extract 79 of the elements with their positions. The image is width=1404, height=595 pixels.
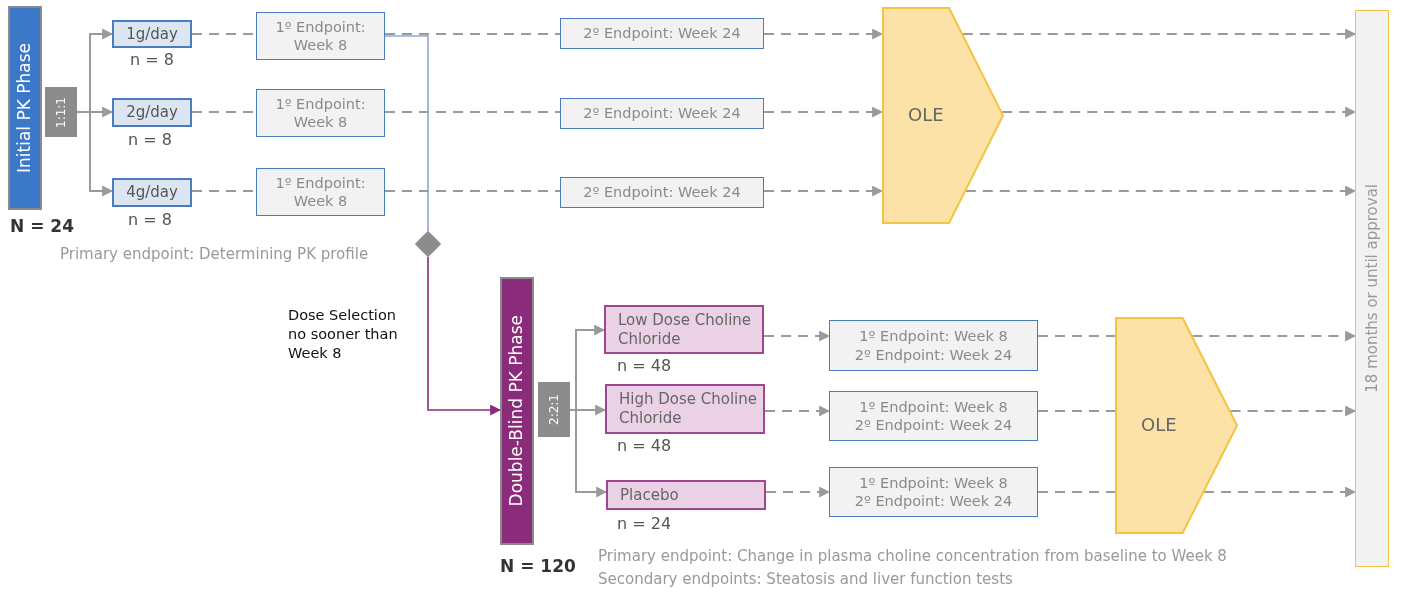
duration-bar [1355, 10, 1389, 567]
endpoint-text: 2º Endpoint: Week 24 [854, 492, 1013, 511]
treatment-text: Low Dose Choline Chloride [618, 310, 753, 349]
endpoint-text: 1º Endpoint: Week 8 [859, 397, 1008, 416]
endpoint-text: 1º Endpoint: Week 8 [274, 17, 367, 55]
endpoint-box [256, 168, 385, 216]
arrow [427, 256, 502, 416]
extension-pentagon [1115, 317, 1238, 534]
arrow [763, 330, 831, 342]
sample-size-label: n = 24 [617, 514, 672, 533]
endpoint-box [829, 391, 1038, 441]
arrow [763, 28, 884, 40]
phase-title: Initial PK Phase [14, 43, 36, 173]
arrow [763, 185, 884, 197]
dose-text: 4g/day [126, 183, 178, 202]
phase-label: OLE [908, 104, 944, 127]
connector-line [1037, 491, 1116, 493]
endpoint-text: 2º Endpoint: Week 24 [583, 183, 741, 202]
connector-line [1037, 410, 1116, 412]
sample-size-label: n = 8 [130, 50, 174, 69]
ratio-box [45, 87, 77, 137]
endpoint-text: 1º Endpoint: Week 8 [274, 94, 367, 132]
endpoint-box [560, 18, 764, 49]
note-text: Primary endpoint: Change in plasma choline concentration from baseline to Week 8 [598, 547, 1227, 565]
sample-size-label: n = 48 [617, 356, 672, 375]
endpoint-text: 2º Endpoint: Week 24 [854, 345, 1013, 364]
dose-text: 2g/day [126, 103, 178, 122]
endpoint-box [256, 89, 385, 137]
sample-size-label: n = 8 [128, 210, 172, 229]
arrow [569, 409, 608, 498]
treatment-box [604, 305, 764, 354]
connector-line [384, 35, 429, 232]
arrow [763, 106, 884, 118]
note-text: Secondary endpoints: Steatosis and liver function tests [598, 570, 1013, 588]
endpoint-box [560, 98, 764, 129]
arrow [764, 405, 831, 417]
extension-pentagon [882, 7, 1004, 224]
dose-box [112, 20, 192, 48]
treatment-text: Placebo [620, 485, 680, 505]
endpoint-text: 2º Endpoint: Week 24 [583, 24, 741, 43]
endpoint-box [829, 467, 1038, 517]
connector-line [1037, 335, 1116, 337]
arrow [1203, 486, 1357, 498]
arrow [76, 111, 114, 197]
endpoint-text: 2º Endpoint: Week 24 [583, 104, 741, 123]
ratio-box [538, 382, 570, 437]
phase-bar [500, 277, 534, 545]
dose-text: 1g/day [126, 24, 178, 44]
duration-text: 18 months or until approval [1362, 184, 1382, 393]
arrow [765, 486, 831, 498]
dose-box [112, 178, 192, 207]
connector-line [384, 33, 561, 35]
endpoint-text: 2º Endpoint: Week 24 [854, 416, 1013, 435]
endpoint-text: 1º Endpoint: Week 8 [274, 173, 367, 211]
endpoint-box [256, 12, 385, 60]
arrow [1191, 330, 1357, 342]
arrow [964, 185, 1357, 197]
sample-size-label: N = 24 [10, 216, 74, 236]
sample-size-label: n = 48 [617, 436, 672, 455]
phase-label: OLE [1141, 414, 1177, 437]
treatment-box [606, 480, 766, 510]
connector-line [384, 111, 561, 113]
note-text: Primary endpoint: Determining PK profile [60, 245, 369, 263]
phase-bar [8, 6, 42, 210]
endpoint-box [829, 320, 1038, 371]
dose-box [112, 98, 192, 127]
ratio-text: 1:1:1 [53, 96, 69, 128]
treatment-text: High Dose Choline Chloride [619, 390, 758, 428]
arrow [1229, 405, 1357, 417]
connector-line [384, 190, 561, 192]
phase-title: Double-Blind PK Phase [506, 315, 528, 507]
treatment-box [605, 384, 765, 434]
ratio-text: 2:2:1 [546, 394, 562, 425]
endpoint-box [560, 177, 764, 208]
sample-size-label: n = 8 [128, 130, 172, 149]
endpoint-text: 1º Endpoint: Week 8 [859, 327, 1008, 346]
sample-size-label: N = 120 [500, 556, 576, 576]
arrow [1001, 106, 1357, 118]
endpoint-text: 1º Endpoint: Week 8 [859, 473, 1008, 492]
